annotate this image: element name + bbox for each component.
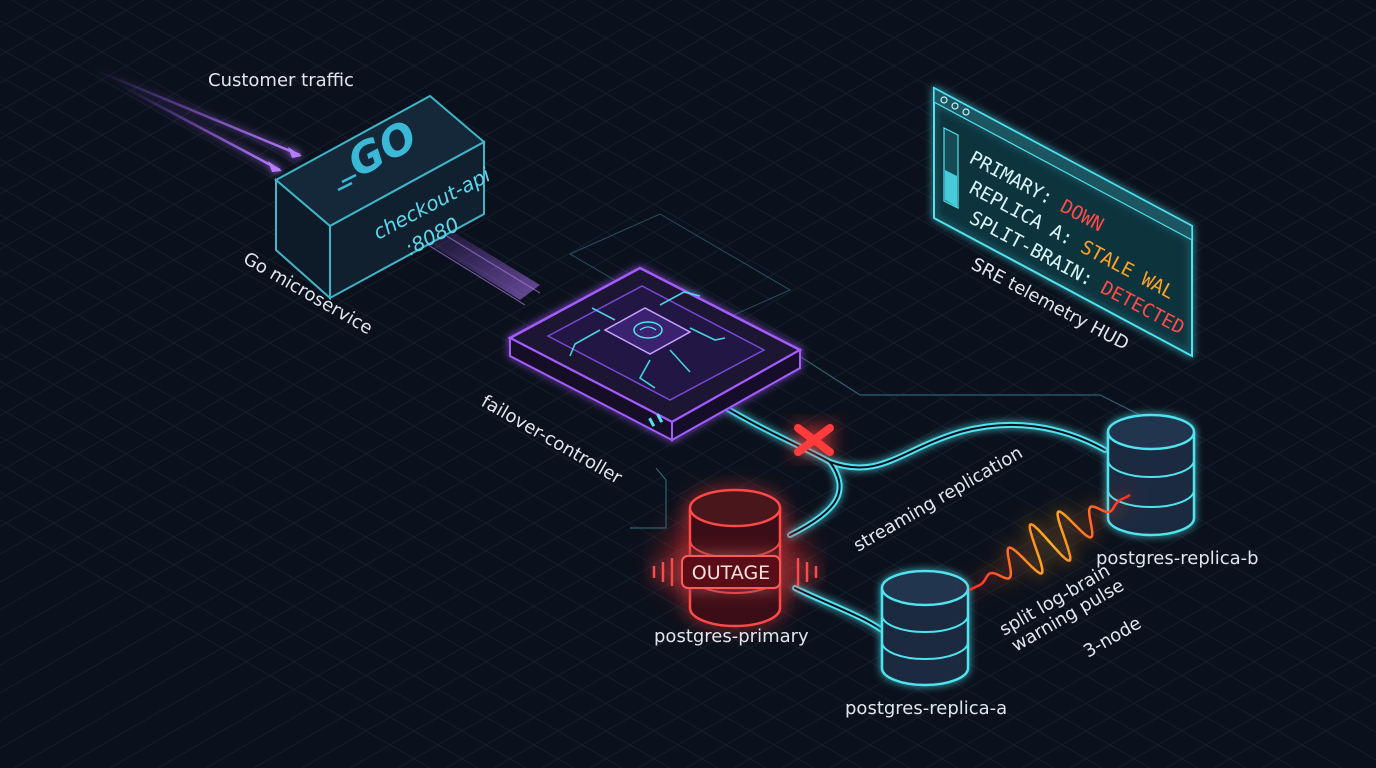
controller-caption: failover-controller [478, 391, 626, 489]
postgres-primary: OUTAGE [652, 488, 818, 628]
failover-controller [507, 266, 803, 442]
outage-waves-left [652, 558, 674, 586]
replica-a-caption: postgres-replica-a [845, 698, 1007, 719]
brain-chip-icon [633, 321, 663, 339]
outage-badge: OUTAGE [681, 555, 781, 589]
outage-badge-label: OUTAGE [692, 562, 770, 584]
split-brain-pulse [969, 493, 1131, 592]
traffic-label: Customer traffic [208, 70, 354, 91]
replica-b-caption: postgres-replica-b [1096, 548, 1259, 569]
primary-caption: postgres-primary [654, 626, 809, 647]
outage-waves-right [796, 558, 818, 586]
broken-link-icon [794, 424, 834, 456]
postgres-replica-a [880, 569, 970, 687]
service-to-controller-beam [420, 224, 541, 306]
node-count-label: 3-node [1080, 613, 1145, 663]
traffic-arrows [94, 68, 302, 172]
hud-window-dots [940, 96, 970, 116]
go-logo-speedlines [337, 173, 357, 192]
checkout-api-service: GO checkout-api :8080 [274, 94, 495, 301]
thin-connectors [630, 349, 1151, 529]
postgres-replica-b [1106, 413, 1196, 537]
